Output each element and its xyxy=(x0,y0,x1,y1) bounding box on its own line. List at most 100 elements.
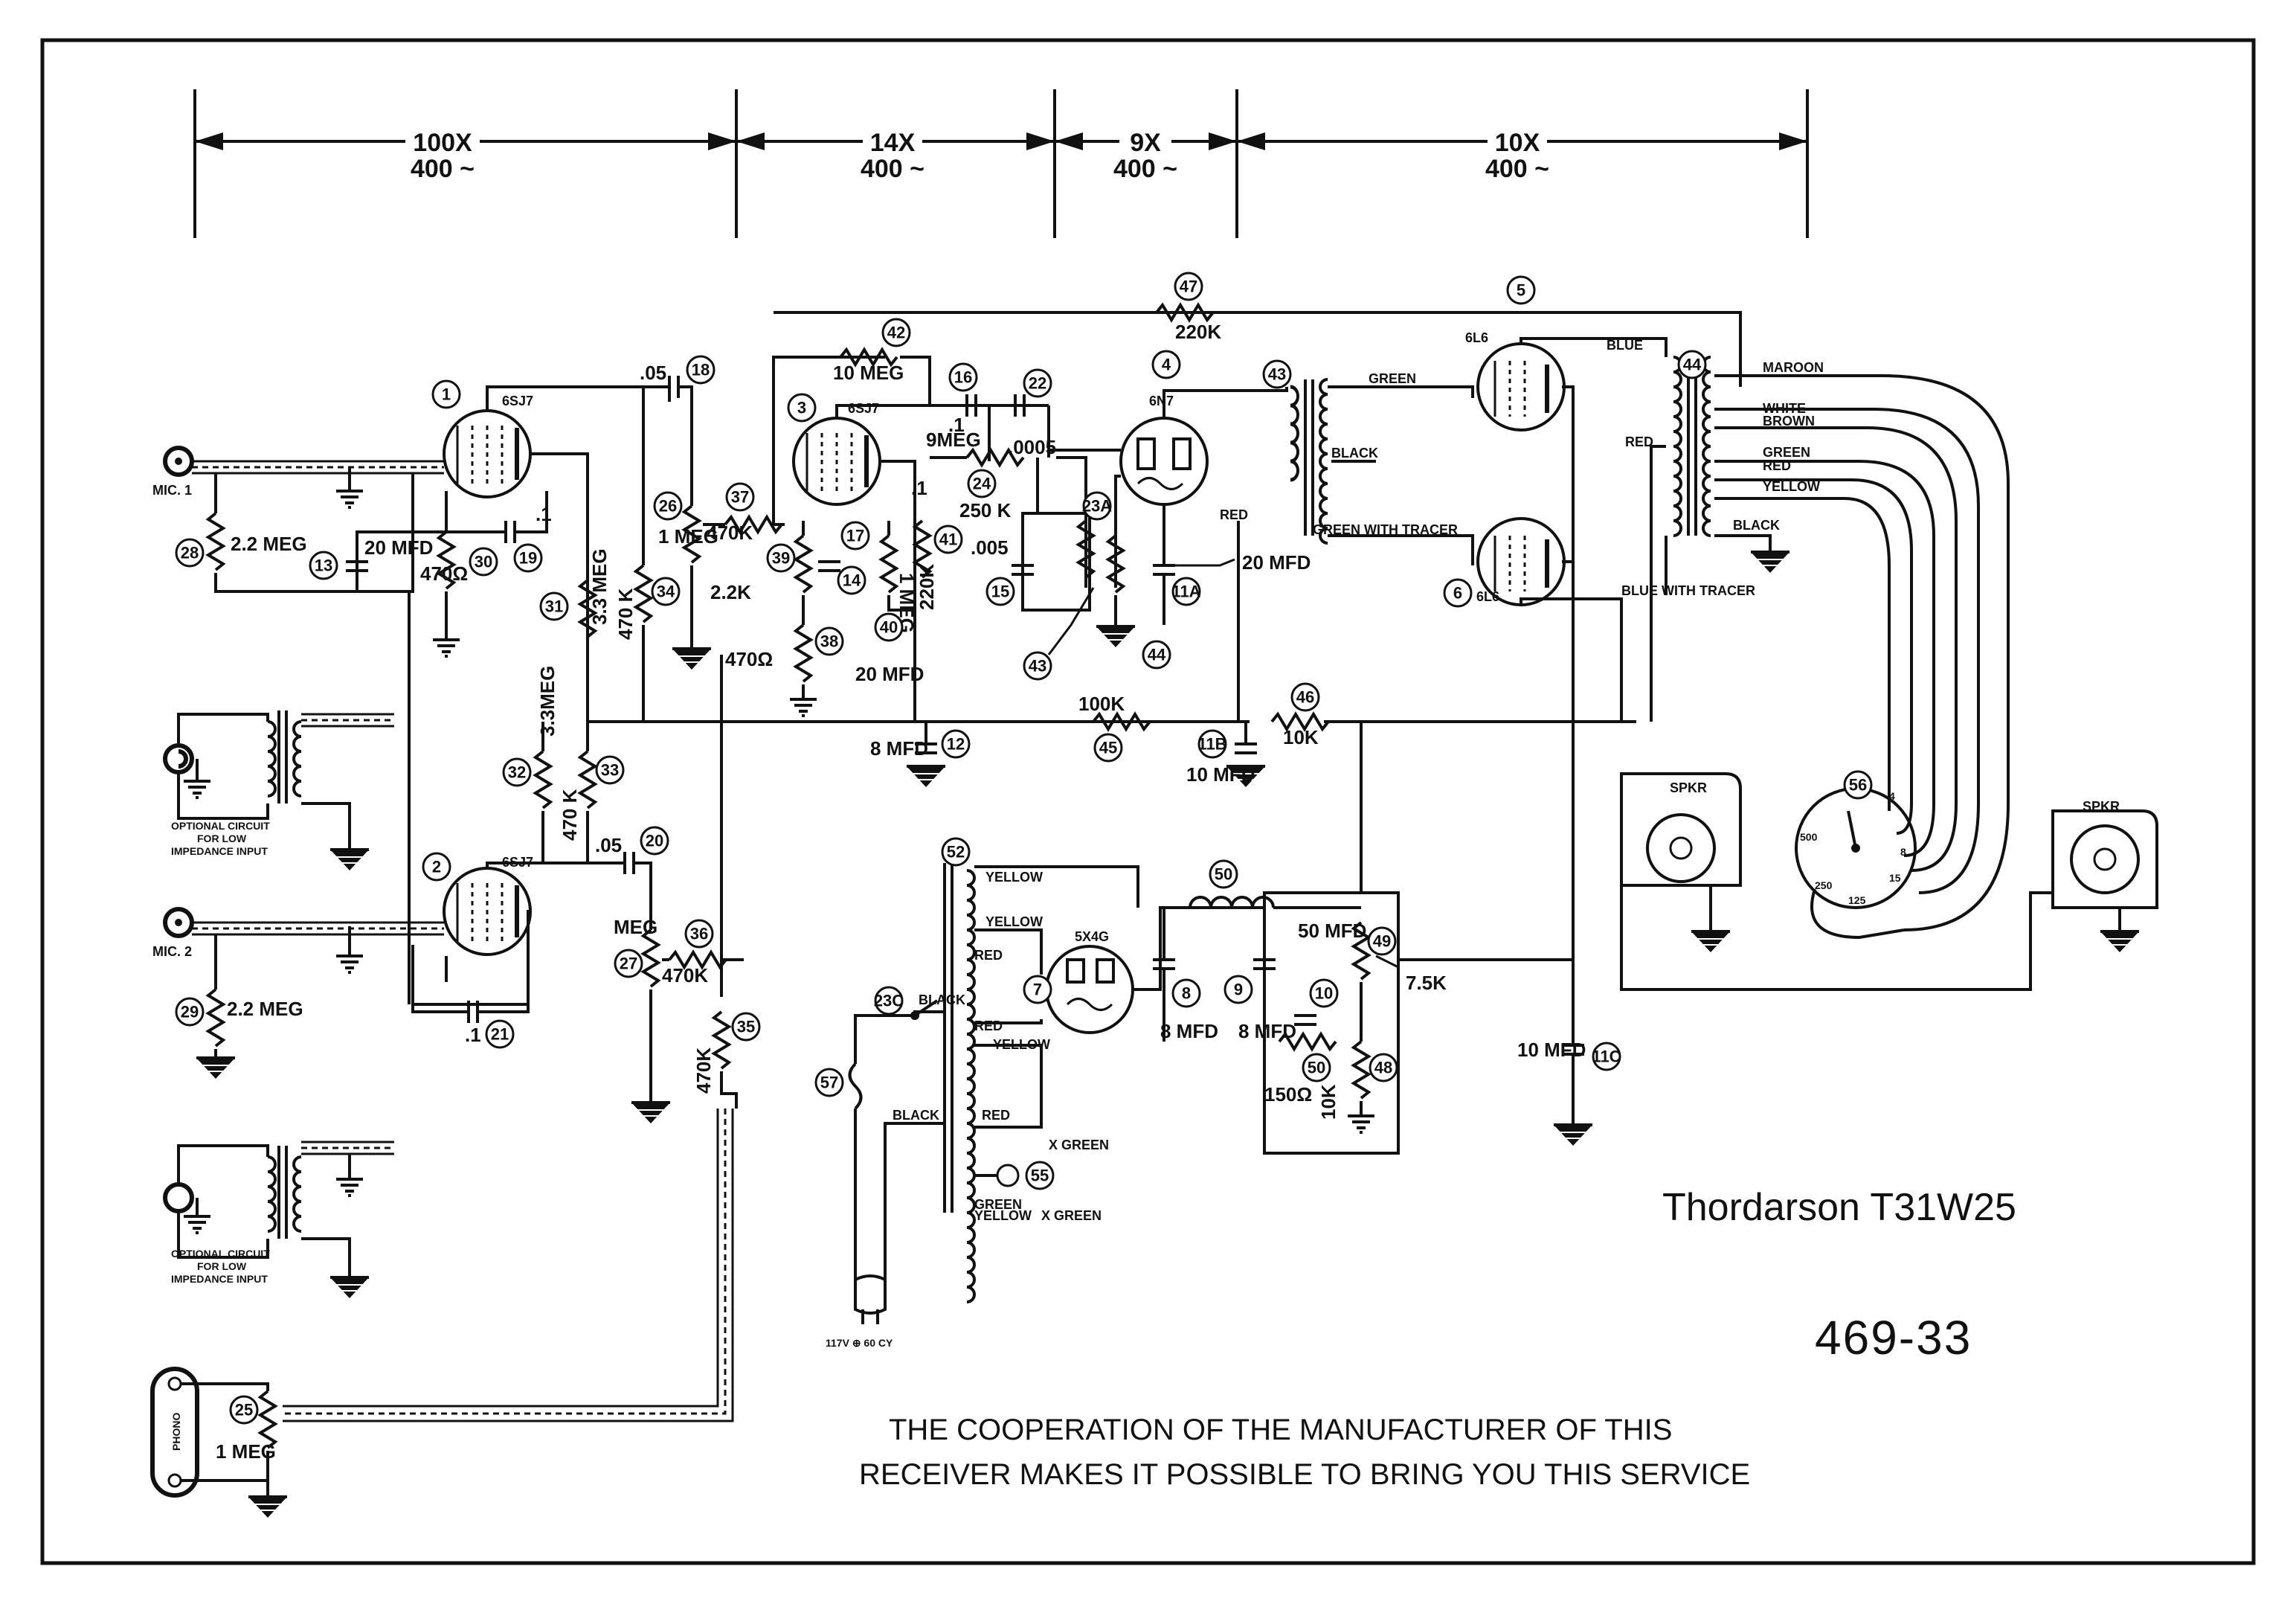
resistor-28-num: 28 xyxy=(181,544,199,562)
sheet-border xyxy=(40,38,2256,1565)
tap-8: 8 xyxy=(1900,846,1906,858)
pot-25 xyxy=(259,1390,277,1449)
resistor-42-num: 42 xyxy=(887,324,905,342)
resistor-41-value: 220K xyxy=(916,564,938,610)
optional-2-line2: FOR LOW xyxy=(197,1260,247,1272)
model-title: Thordarson T31W25 xyxy=(1662,1186,2016,1229)
resistor-46-num: 46 xyxy=(1296,688,1314,707)
cap-19-value: .1 xyxy=(536,503,552,525)
tube-2-num: 2 xyxy=(432,858,441,876)
cap-22-num: 22 xyxy=(1029,374,1046,393)
resistor-39-value: 2.2K xyxy=(710,581,751,603)
cap-21-value: .1 xyxy=(465,1024,481,1046)
wire-brown-label: BROWN xyxy=(1763,414,1815,429)
cap-19-num: 19 xyxy=(519,549,537,568)
cap-11b-value: 10 MFD xyxy=(1186,763,1255,786)
resistor-32-num: 32 xyxy=(508,763,526,782)
tap-switch-56-num: 56 xyxy=(1849,776,1867,795)
resistor-41-num: 41 xyxy=(939,530,957,549)
line-plug xyxy=(854,1274,887,1324)
gain-scale-4: 10X xyxy=(1495,129,1540,157)
cap-13-value: 20 MFD xyxy=(364,536,433,559)
wire-red3-label: RED xyxy=(1763,458,1791,473)
cap-15-num: 15 xyxy=(991,583,1009,601)
resistor-39-num: 39 xyxy=(772,549,790,568)
line-cord-label: 117V ⊕ 60 CY xyxy=(826,1337,893,1349)
pt-red-3: RED xyxy=(982,1108,1010,1123)
tube-6-num: 6 xyxy=(1453,584,1462,603)
gain-scale-2: 14X xyxy=(870,129,916,157)
tube-6-type: 6L6 xyxy=(1476,589,1499,604)
wire-green2-label: GREEN xyxy=(1763,445,1810,460)
choke-50-num: 50 xyxy=(1215,865,1232,884)
pt-black-2: BLACK xyxy=(893,1108,939,1123)
tap-4: 4 xyxy=(1889,790,1895,802)
resistor-29 xyxy=(207,988,225,1048)
pot-23a-num: 23A xyxy=(1082,497,1112,516)
gain-scale-1: 100X xyxy=(413,129,472,157)
tube-7: 5X4G xyxy=(1045,929,1134,1034)
phono-label: PHONO xyxy=(170,1413,182,1451)
resistor-28-value: 2.2 MEG xyxy=(231,533,307,555)
label-43-lower-num: 43 xyxy=(1029,657,1046,676)
cap-21-num: 21 xyxy=(491,1025,509,1044)
resistor-30-num: 30 xyxy=(475,553,492,571)
optional-circuit-1: OPTIONAL CIRCUIT FOR LOW IMPEDANCE INPUT xyxy=(163,710,394,872)
resistor-34-num: 34 xyxy=(657,583,675,601)
resistor-47-value: 220K xyxy=(1175,321,1221,343)
tube-3-type: 6SJ7 xyxy=(848,401,879,416)
mic2-jack: MIC. 2 xyxy=(152,907,444,959)
cap-17-value: .1 xyxy=(911,477,927,499)
cap-12-value: 8 MFD xyxy=(870,737,928,760)
resistor-34 xyxy=(634,564,652,623)
mic1-jack: MIC. 1 xyxy=(152,446,444,498)
switch-23c-num: 23C xyxy=(874,992,904,1010)
cap-16-num: 16 xyxy=(954,368,972,387)
wire-maroon-label: MAROON xyxy=(1763,360,1824,375)
resistor-150ohm-value: 150Ω xyxy=(1264,1083,1312,1106)
resistor-32-value: 3.3MEG xyxy=(536,666,559,737)
transformer-43 xyxy=(1272,378,1328,545)
optional-2-line1: OPTIONAL CIRCUIT xyxy=(171,1248,270,1260)
pot-23a-value: 250 K xyxy=(959,499,1012,522)
pot-26-value: 1 MEG xyxy=(658,525,718,548)
power-transformer-52 xyxy=(943,863,976,1303)
footer-line-2: RECEIVER MAKES IT POSSIBLE TO BRING YOU … xyxy=(859,1458,1750,1491)
cap-11b-num: 11B xyxy=(1197,735,1226,754)
tube-7-type: 5X4G xyxy=(1075,929,1109,944)
cap-18-value: .05 xyxy=(640,362,666,384)
cap-11c-value: 10 MFD xyxy=(1517,1039,1586,1061)
cap-20-num: 20 xyxy=(646,832,663,850)
resistor-48 xyxy=(1352,1040,1370,1100)
resistor-35 xyxy=(713,1010,730,1070)
pot-25-value: 1 MEG xyxy=(216,1440,276,1463)
tap-15: 15 xyxy=(1889,872,1901,884)
phono-jack: PHONO xyxy=(150,1367,269,1498)
wire-yellow-label: YELLOW xyxy=(1763,479,1820,494)
cap-9-num: 9 xyxy=(1234,981,1243,999)
cap-20-value: .05 xyxy=(595,834,622,856)
cap-14-value: 20 MFD xyxy=(855,663,924,685)
wire-red-label: RED xyxy=(1220,507,1248,522)
resistor-46-value: 10K xyxy=(1283,726,1319,748)
cap-10-num: 10 xyxy=(1315,984,1333,1003)
resistor-45-num: 45 xyxy=(1099,739,1117,757)
wire-blue-label: BLUE xyxy=(1607,338,1643,353)
optional-circuit-2: OPTIONAL CIRCUIT FOR LOW IMPEDANCE INPUT xyxy=(163,1141,394,1300)
tube-1: 6SJ7 xyxy=(443,394,533,498)
cap-18-num: 18 xyxy=(692,361,710,379)
gain-scale: 100X 400 ~ 14X 400 ~ 9X 400 ~ 10X 400 ~ xyxy=(193,89,1809,238)
resistor-31-value: 3.3 MEG xyxy=(588,548,611,625)
resistor-36-num: 36 xyxy=(690,925,708,943)
optional-2-line3: IMPEDANCE INPUT xyxy=(171,1273,268,1285)
tap-125: 125 xyxy=(1848,894,1866,906)
cap-15-value: .005 xyxy=(971,536,1009,559)
tube-2: 6SJ7 xyxy=(443,855,533,956)
tube-6: 6L6 xyxy=(1476,517,1566,606)
resistor-29-num: 29 xyxy=(181,1003,199,1021)
tube-1-type: 6SJ7 xyxy=(502,394,533,408)
pot-49-num: 49 xyxy=(1373,932,1391,951)
cap-13-num: 13 xyxy=(315,556,332,575)
resistor-32 xyxy=(534,750,552,809)
model-code: 469-33 xyxy=(1815,1311,1972,1364)
